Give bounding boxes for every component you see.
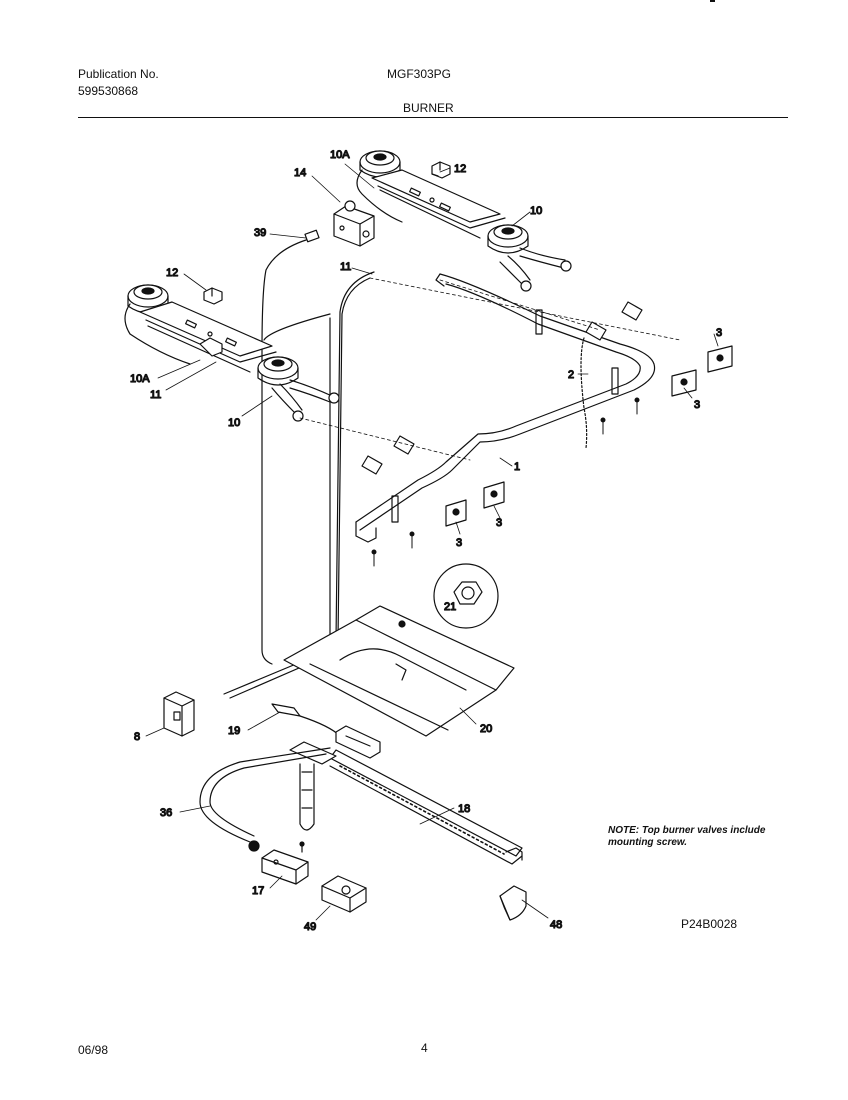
tube-39 [261,229,320,665]
publication-label: Publication No. [78,67,159,81]
manifold-pipe-1 [355,273,656,543]
callout-10-top: 10 [530,205,542,217]
left-burner-assembly [124,284,340,422]
callout-39: 39 [254,227,266,239]
burner-baffle-20 [283,605,515,737]
callout-20: 20 [480,723,492,735]
callout-1: 1 [514,461,520,473]
callout-3-b: 3 [694,399,700,411]
callout-11-top: 11 [340,261,351,273]
drawing-number: P24B0028 [681,917,738,931]
valve-14 [333,200,375,247]
thermostat-17 [261,841,309,885]
burner-valves [299,277,681,475]
scan-mark [710,0,715,2]
pads-3 [445,345,733,527]
callout-3-c: 3 [496,517,502,529]
callout-8: 8 [134,731,140,743]
rear-burner-assembly [356,150,572,292]
nut-21 [433,563,499,629]
callout-18: 18 [458,803,470,815]
callout-48: 48 [550,919,562,931]
section-title: BURNER [403,101,454,115]
oven-burner-18 [289,741,523,865]
callout-3-a: 3 [716,327,722,339]
callout-10A-top: 10A [330,149,350,161]
footer-date: 06/98 [78,1043,109,1057]
callout-10-left: 10 [228,417,240,429]
page-number: 4 [421,1041,428,1055]
tube-36 [199,747,331,852]
clip-48 [499,885,527,921]
publication-number: 599530868 [78,84,139,98]
callout-21: 21 [444,601,456,613]
bracket-12-left [203,287,223,305]
callout-49: 49 [304,921,316,933]
header-rule [78,117,788,118]
callout-2: 2 [568,369,574,381]
callout-17: 17 [252,885,264,897]
callout-12-left: 12 [166,267,178,279]
callout-11-left: 11 [150,389,161,401]
callout-36: 36 [160,807,172,819]
screws [371,397,640,567]
callout-19: 19 [228,725,240,737]
callout-14: 14 [294,167,306,179]
callout-12-top: 12 [454,163,466,175]
callout-3-d: 3 [456,537,462,549]
bracket-12-top [431,161,451,179]
leader-lines [145,163,719,921]
callout-10A-left: 10A [130,373,150,385]
igniter-19 [271,703,381,759]
note-text: NOTE: Top burner valves include mounting… [608,825,766,848]
model-number: MGF303PG [387,67,452,81]
igniter-8 [163,691,195,737]
block-49 [321,875,367,913]
